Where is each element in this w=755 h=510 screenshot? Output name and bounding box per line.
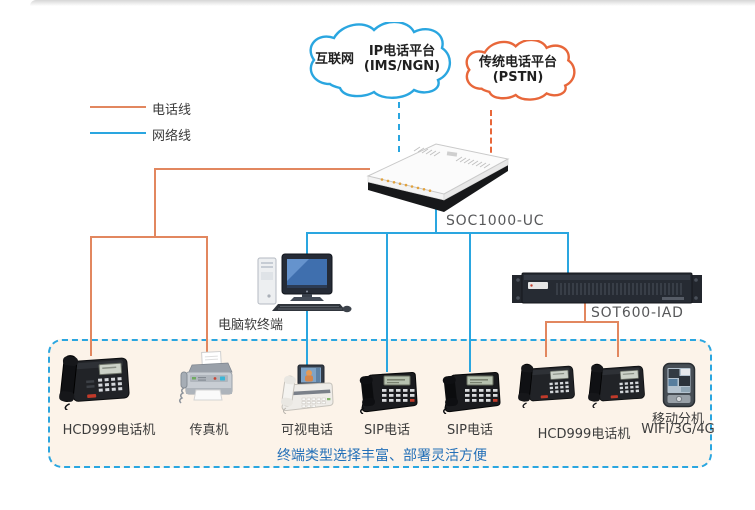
- internet-cloud-connector: [398, 102, 400, 152]
- network-line-segment: [308, 232, 569, 234]
- cloud-outline-icon: [460, 40, 576, 106]
- legend-phone-line-sample: [90, 106, 146, 108]
- terminal-label-line2: WIFI/3G/4G: [641, 422, 715, 437]
- phone-line-segment: [154, 168, 370, 170]
- legend-phone-line-label: 电话线: [152, 103, 192, 118]
- terminal-label: 可视电话: [280, 423, 333, 438]
- fax-icon: [178, 350, 233, 404]
- cloud-outline-icon: [302, 22, 452, 106]
- network-line-segment: [306, 232, 308, 260]
- terminal-label: 传真机: [189, 423, 229, 438]
- phone-line-segment: [90, 236, 92, 356]
- terminal-sip-phone-1: [354, 366, 420, 414]
- terminal-hcd999-right-a: [513, 358, 581, 408]
- terminal-label: 移动分机: [651, 412, 704, 427]
- sip-phone-icon: [359, 371, 418, 414]
- phone-line-segment: [584, 300, 586, 323]
- gateway-illustration: [362, 136, 514, 214]
- mobile-phone-icon: [662, 362, 696, 408]
- phone-line-segment: [90, 236, 208, 238]
- pstn-cloud: 传统电话平台 (PSTN): [460, 40, 576, 106]
- desktop-pc-icon: [257, 253, 352, 313]
- network-line-segment: [435, 198, 437, 234]
- pc-illustration: [254, 252, 354, 314]
- phone-line-segment: [154, 168, 156, 238]
- rack-iad-icon: [512, 272, 702, 304]
- terminal-fax: [178, 350, 240, 410]
- legend-network-line-sample: [90, 132, 146, 134]
- phone-line-segment: [617, 321, 619, 357]
- phone-line-segment: [206, 236, 208, 356]
- pstn-cloud-connector: [490, 110, 492, 162]
- iad-illustration: [512, 268, 702, 308]
- terminal-hcd999-left: [54, 348, 136, 410]
- network-line-segment: [469, 232, 471, 372]
- network-line-segment: [567, 232, 569, 276]
- terminal-mobile: [662, 362, 696, 408]
- terminal-box-caption: 终端类型选择丰富、部署灵活方便: [277, 448, 487, 464]
- terminal-hcd999-right-b: [583, 358, 651, 408]
- desk-phone-icon: [518, 363, 575, 408]
- terminal-sip-phone-2: [437, 366, 503, 414]
- network-line-segment: [386, 232, 388, 372]
- gateway-label: SOC1000-UC: [446, 213, 545, 229]
- pc-label: 电脑软终端: [218, 318, 284, 333]
- phone-line-segment: [545, 321, 547, 357]
- router-icon: [366, 143, 510, 212]
- top-shadow-edge: [30, 0, 755, 6]
- phone-line-segment: [545, 321, 619, 323]
- desk-phone-icon: [59, 355, 130, 410]
- network-line-segment: [306, 306, 308, 368]
- terminal-label: HCD999电话机: [62, 423, 156, 438]
- internet-label: 互联网: [315, 52, 355, 67]
- sip-phone-icon: [442, 371, 501, 414]
- terminal-label: SIP电话: [364, 423, 410, 438]
- pstn-label: 传统电话平台 (PSTN): [478, 55, 557, 85]
- iad-label: SOT600-IAD: [591, 305, 684, 321]
- terminal-video-phone: [276, 362, 338, 414]
- legend-network-line-label: 网络线: [152, 129, 192, 144]
- video-phone-icon: [280, 364, 334, 414]
- internet-cloud: 互联网 IP电话平台 (IMS/NGN): [302, 22, 452, 106]
- terminal-label: HCD999电话机: [537, 427, 631, 442]
- ip-platform-label: IP电话平台 (IMS/NGN): [363, 44, 441, 74]
- terminal-label: SIP电话: [447, 423, 493, 438]
- desk-phone-icon: [588, 363, 645, 408]
